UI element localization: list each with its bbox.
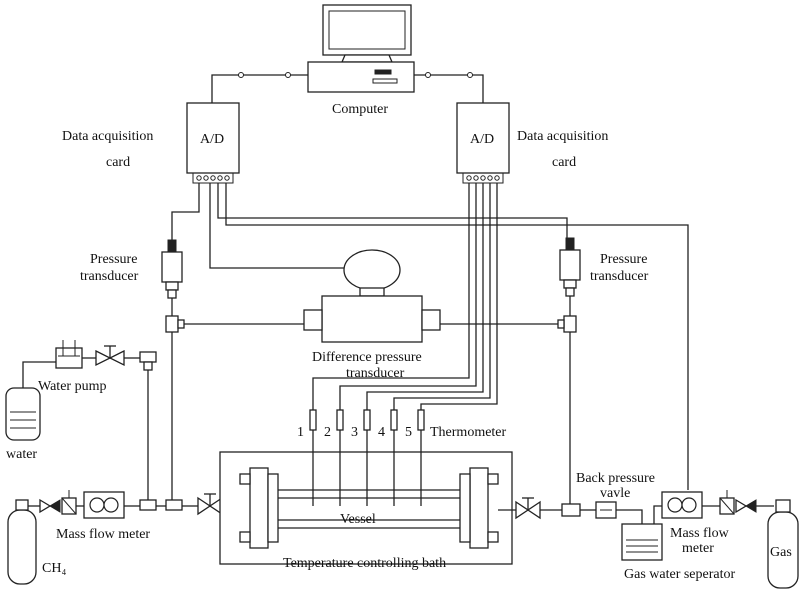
- probe-number-5: 5: [405, 425, 412, 440]
- daq-right-label-line2: card: [552, 155, 576, 170]
- dpt-label-line2: transducer: [346, 366, 405, 381]
- ad-card-left: [186, 102, 240, 184]
- water-tank: [5, 387, 41, 441]
- probe-number-4: 4: [378, 425, 385, 440]
- pressure-transducer-right: [559, 237, 581, 316]
- computer: [307, 4, 415, 93]
- probe-number-1: 1: [297, 425, 304, 440]
- thermometer-label: Thermometer: [430, 425, 507, 440]
- ch4-cylinder: [7, 499, 37, 585]
- ad-right-label: A/D: [470, 132, 494, 147]
- back-pressure-label-line1: Back pressure: [576, 471, 655, 486]
- ch4-label: CH₄: [42, 561, 66, 576]
- water-tee: [139, 351, 157, 371]
- computer-label: Computer: [332, 102, 388, 117]
- signal-wires-left: [171, 183, 689, 490]
- check-valve-left: [61, 490, 77, 515]
- water-valve: [95, 345, 125, 367]
- dpt-label-line1: Difference pressure: [312, 350, 422, 365]
- water-label: water: [6, 447, 37, 462]
- tee-water-join: [139, 499, 157, 511]
- probe-number-2: 2: [324, 425, 331, 440]
- mass-flow-meter-right: [661, 491, 703, 519]
- thermometer-wires: [312, 183, 498, 410]
- mfm-right-label-line1: Mass flow: [670, 526, 730, 541]
- pt-left-label-line2: transducer: [80, 269, 139, 284]
- gas-label: Gas: [770, 545, 792, 560]
- mfm-right-label-line2: meter: [682, 541, 714, 556]
- daq-left-label-line2: card: [106, 155, 130, 170]
- pt-left-label-line1: Pressure: [90, 252, 137, 267]
- tee-outlet: [561, 503, 581, 517]
- gas-water-separator-label: Gas water seperator: [624, 567, 736, 582]
- tee-right: [557, 315, 577, 333]
- back-pressure-label-line2: vavle: [600, 486, 630, 501]
- computer-link-left: [211, 72, 308, 103]
- tee-left: [165, 315, 185, 333]
- check-valve-right: [719, 490, 735, 515]
- thermometer-probes: [309, 409, 425, 506]
- computer-link-right: [414, 72, 484, 103]
- mass-flow-meter-left: [83, 491, 125, 519]
- water-line: [22, 361, 56, 388]
- inlet-valve: [197, 493, 223, 516]
- water-pump: [55, 340, 83, 369]
- vessel: [239, 467, 499, 549]
- tee-pressure-join: [165, 499, 183, 511]
- difference-pressure-transducer: [303, 249, 441, 343]
- gas-cylinder: [767, 499, 799, 589]
- mfm-left-label: Mass flow meter: [56, 527, 150, 542]
- outlet-valve: [515, 497, 541, 520]
- bath-label: Temperature controlling bath: [283, 556, 446, 571]
- gas-water-separator: [621, 523, 663, 561]
- back-pressure-valve: [595, 501, 617, 519]
- pt-right-label-line1: Pressure: [600, 252, 647, 267]
- pt-right-label-line2: transducer: [590, 269, 649, 284]
- pressure-transducer-left: [161, 239, 183, 316]
- ch4-valve-1: [39, 498, 61, 514]
- daq-right-label-line1: Data acquisition: [517, 129, 608, 144]
- water-pump-label: Water pump: [38, 379, 106, 394]
- probe-number-3: 3: [351, 425, 358, 440]
- vessel-label: Vessel: [340, 512, 376, 527]
- ad-left-label: A/D: [200, 132, 224, 147]
- daq-left-label-line1: Data acquisition: [62, 129, 153, 144]
- ad-card-right: [456, 102, 510, 184]
- gas-valve: [735, 498, 757, 514]
